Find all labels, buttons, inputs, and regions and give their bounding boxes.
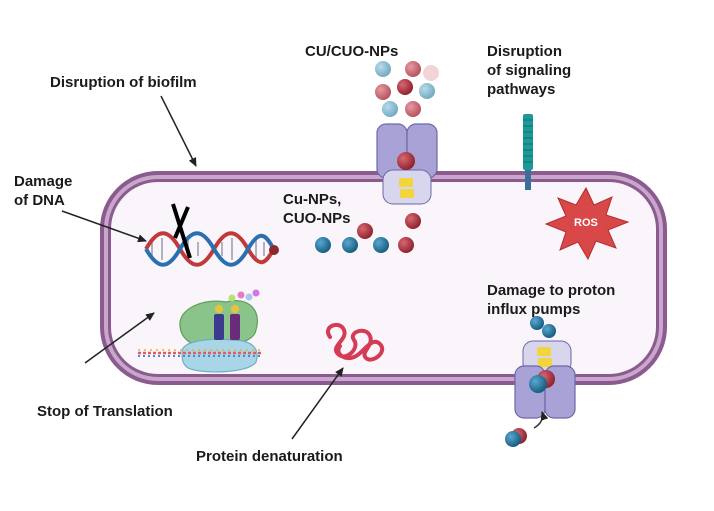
ribosome-icon [138, 289, 262, 373]
label-stop-of-translation: Stop of Translation [37, 403, 173, 420]
label-disruption-of-signaling: Disruption of signaling pathways [487, 43, 572, 98]
receptor-icon [523, 114, 533, 190]
label-damage-to-proton-pumps: Damage to proton influx pumps [487, 282, 616, 318]
label-disruption-of-biofilm: Disruption of biofilm [50, 74, 197, 91]
label-protein-denaturation: Protein denaturation [196, 448, 343, 465]
ros-burst-icon [544, 186, 630, 261]
nanoparticle-cluster-top [375, 61, 439, 117]
pointer-arrows [61, 95, 344, 440]
ros-label: ROS [574, 217, 598, 229]
membrane-pump-bottom [505, 316, 576, 447]
label-cu-nps-inner: Cu-NPs, CUO-NPs [283, 191, 351, 227]
protein-coil-icon [326, 322, 385, 362]
membrane-pump-top [376, 123, 438, 205]
label-damage-of-dna: Damage of DNA [14, 173, 73, 209]
nanoparticle-cluster-inner [315, 213, 421, 253]
label-cu-cuo-nps: CU/CUO-NPs [305, 43, 399, 60]
dna-helix-icon [144, 203, 279, 267]
